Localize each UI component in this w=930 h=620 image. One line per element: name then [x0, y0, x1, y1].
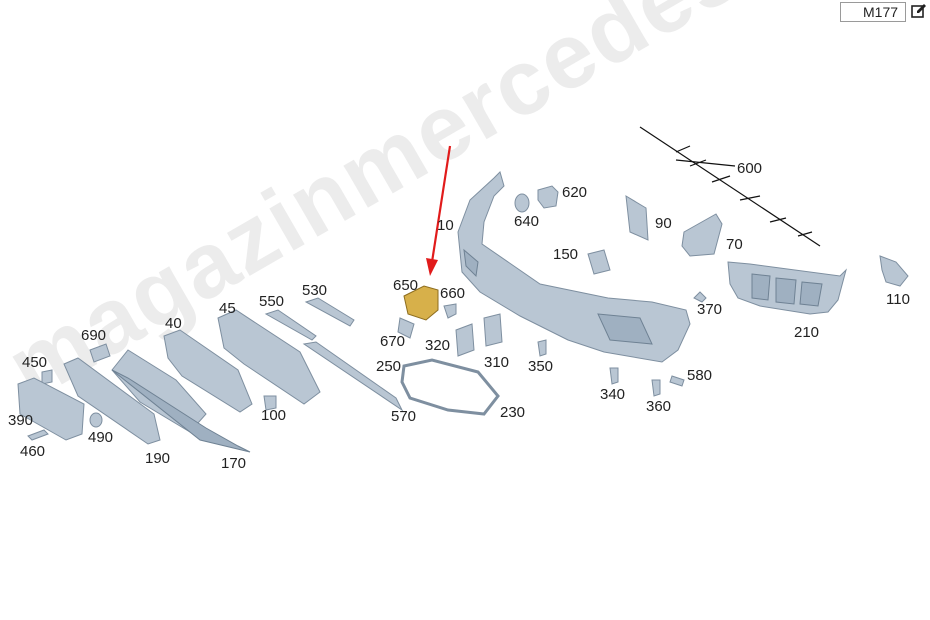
part-640[interactable]: [514, 193, 530, 213]
callout-360[interactable]: 360: [646, 398, 671, 415]
callout-620[interactable]: 620: [562, 184, 587, 201]
part-490[interactable]: [89, 412, 103, 428]
part-660[interactable]: [443, 303, 457, 319]
callout-340[interactable]: 340: [600, 386, 625, 403]
callout-40[interactable]: 40: [165, 315, 182, 332]
callout-690[interactable]: 690: [81, 327, 106, 344]
part-460[interactable]: [27, 429, 49, 441]
part-210[interactable]: [727, 261, 847, 315]
callout-490[interactable]: 490: [88, 429, 113, 446]
callout-370[interactable]: 370: [697, 301, 722, 318]
callout-550[interactable]: 550: [259, 293, 284, 310]
part-670[interactable]: [397, 317, 415, 339]
part-110[interactable]: [879, 255, 909, 287]
part-340[interactable]: [609, 367, 619, 385]
part-370[interactable]: [693, 291, 707, 303]
callout-450[interactable]: 450: [22, 354, 47, 371]
callout-100[interactable]: 100: [261, 407, 286, 424]
callout-570[interactable]: 570: [391, 408, 416, 425]
callout-650[interactable]: 650: [393, 277, 418, 294]
part-350[interactable]: [537, 339, 547, 357]
callout-310[interactable]: 310: [484, 354, 509, 371]
callout-170[interactable]: 170: [221, 455, 246, 472]
part-390[interactable]: [17, 377, 85, 441]
red-arrow: [426, 145, 452, 276]
part-310[interactable]: [483, 313, 503, 347]
part-360[interactable]: [651, 379, 661, 397]
callout-460[interactable]: 460: [20, 443, 45, 460]
part-530[interactable]: [304, 297, 355, 327]
part-580[interactable]: [669, 375, 685, 387]
callout-10[interactable]: 10: [437, 217, 454, 234]
callout-600[interactable]: 600: [737, 160, 762, 177]
edit-icon[interactable]: [911, 3, 927, 19]
part-90[interactable]: [625, 195, 649, 241]
callout-230[interactable]: 230: [500, 404, 525, 421]
part-550[interactable]: [264, 309, 317, 341]
callout-90[interactable]: 90: [655, 215, 672, 232]
callout-530[interactable]: 530: [302, 282, 327, 299]
part-100[interactable]: [263, 395, 277, 411]
part-650-highlighted[interactable]: [403, 285, 439, 321]
callout-580[interactable]: 580: [687, 367, 712, 384]
part-45[interactable]: [217, 309, 321, 405]
callout-670[interactable]: 670: [380, 333, 405, 350]
bumper-cover[interactable]: [457, 171, 691, 363]
callout-640[interactable]: 640: [514, 213, 539, 230]
part-450[interactable]: [41, 369, 53, 385]
model-code-badge: M177: [840, 2, 906, 22]
part-690[interactable]: [89, 343, 111, 363]
part-570[interactable]: [302, 341, 404, 412]
callout-660[interactable]: 660: [440, 285, 465, 302]
callout-45[interactable]: 45: [219, 300, 236, 317]
callout-190[interactable]: 190: [145, 450, 170, 467]
callout-390[interactable]: 390: [8, 412, 33, 429]
part-40[interactable]: [163, 329, 253, 413]
part-230[interactable]: [400, 358, 500, 416]
part-620[interactable]: [537, 185, 559, 209]
callout-110[interactable]: 110: [886, 291, 910, 308]
callout-210[interactable]: 210: [794, 324, 819, 341]
callout-250[interactable]: 250: [376, 358, 401, 375]
part-320[interactable]: [455, 323, 475, 357]
callout-320[interactable]: 320: [425, 337, 450, 354]
part-70[interactable]: [681, 213, 723, 257]
part-190[interactable]: [63, 357, 161, 445]
part-170-grille[interactable]: [111, 349, 251, 453]
callout-70[interactable]: 70: [726, 236, 743, 253]
callout-350[interactable]: 350: [528, 358, 553, 375]
part-150[interactable]: [587, 249, 611, 275]
callout-150[interactable]: 150: [553, 246, 578, 263]
leader-lines-600: [639, 126, 821, 247]
callout-labels: 600 620 640 10 90 70 150 110 650 660 530…: [8, 160, 910, 472]
